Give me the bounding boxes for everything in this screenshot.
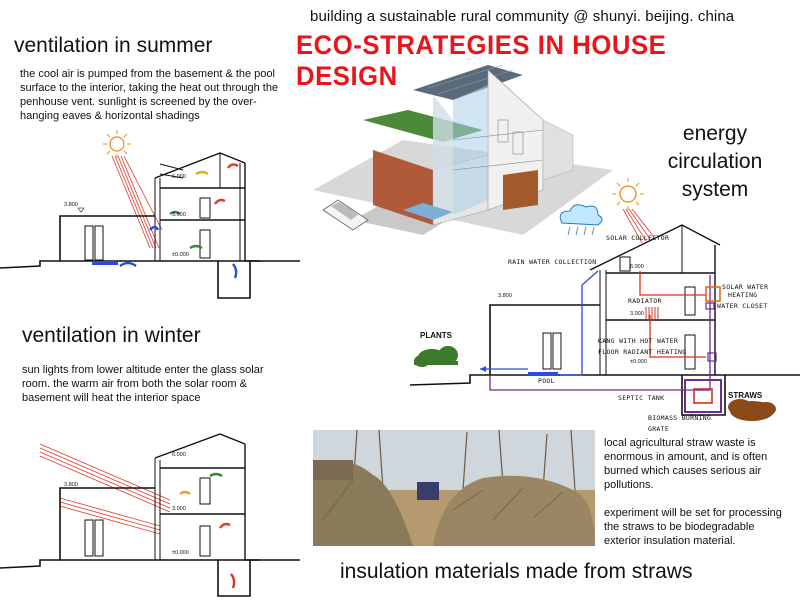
- label-plants: PLANTS: [420, 331, 453, 340]
- summer-description: the cool air is pumped from the basement…: [20, 68, 279, 122]
- summer-section-diagram: 6.000 3.000 ±0.000 3.800: [0, 130, 300, 299]
- label-solar-water-heating: SOLAR WATER: [722, 283, 768, 291]
- level-label: ±0.000: [630, 359, 647, 365]
- straws-icon: [728, 399, 776, 421]
- level-marks: 6.000 3.000 ±0.000 3.800: [64, 452, 189, 556]
- radiator-icon: [645, 307, 659, 319]
- straw-experiment-note: experiment will be set for processing th…: [604, 507, 782, 547]
- level-label: ±0.000: [172, 252, 189, 258]
- airflow-arrows: [119, 163, 239, 279]
- summer-title: ventilation in summer: [14, 34, 213, 57]
- level-label: 3.800: [64, 202, 78, 208]
- straw-caption: insulation materials made from straws: [340, 560, 693, 583]
- label-solar-water-heating-2: HEATING: [728, 291, 758, 299]
- label-biomass: BIOMASS BURNING: [648, 414, 711, 422]
- label-floor-heating: FLOOR RADIANT HEATING: [598, 348, 686, 356]
- level-label: 3.000: [172, 212, 186, 218]
- winter-section-diagram: 6.000 3.000 ±0.000 3.800: [0, 433, 300, 597]
- sunlight-rays: [622, 208, 655, 244]
- straw-description: local agricultural straw waste is enormo…: [604, 437, 768, 491]
- pool: [92, 261, 118, 265]
- energy-house-section: [410, 224, 800, 416]
- label-straws: STRAWS: [728, 391, 763, 400]
- label-water-closet: WATER CLOSET: [717, 302, 768, 310]
- house-3d-render: [313, 64, 613, 235]
- energy-circulation-diagram: SOLAR COLLECTOR RAIN WATER COLLECTION SO…: [410, 178, 800, 433]
- subtitle: building a sustainable rural community @…: [310, 8, 735, 25]
- level-label: 3.000: [172, 506, 186, 512]
- water-pipes: [480, 270, 722, 413]
- plants-icon: [414, 346, 458, 367]
- label-rain-water: RAIN WATER COLLECTION: [508, 258, 596, 266]
- airflow-arrows: [179, 472, 236, 589]
- straw-pile-photo: [313, 430, 595, 546]
- main-title: ECO-STRATEGIES IN HOUSE DESIGN: [296, 30, 667, 91]
- level-label: 6.000: [172, 452, 186, 458]
- label-septic-tank: SEPTIC TANK: [618, 394, 664, 402]
- winter-description: sun lights from lower altitude enter the…: [22, 364, 264, 404]
- pool: [528, 372, 558, 376]
- label-solar-collector: SOLAR COLLECTOR: [606, 234, 669, 242]
- label-radiator: RADIATOR: [628, 297, 662, 305]
- car-icon: [322, 199, 369, 231]
- level-label: 6.000: [630, 264, 644, 270]
- sunlight-rays: [39, 443, 171, 535]
- winter-house-section: [0, 433, 300, 597]
- level-label: 3.000: [630, 311, 644, 317]
- level-label: 6.000: [172, 174, 186, 180]
- sunlight-rays: [111, 155, 163, 249]
- rain-cloud-icon: [559, 204, 603, 236]
- winter-title: ventilation in winter: [22, 324, 201, 347]
- level-marks: 6.000 3.000 ±0.000 3.800: [64, 174, 189, 258]
- sun-icon: [612, 178, 644, 210]
- energy-title: energy circulation system: [667, 122, 763, 201]
- level-label: ±0.000: [172, 550, 189, 556]
- label-biomass-2: GRATE: [648, 425, 669, 433]
- label-kang: KANG WITH HOT WATER: [598, 337, 678, 345]
- sun-icon: [103, 130, 131, 158]
- level-label: 3.800: [64, 482, 78, 488]
- label-pool: POOL: [538, 377, 555, 385]
- level-label: 3.800: [498, 293, 512, 299]
